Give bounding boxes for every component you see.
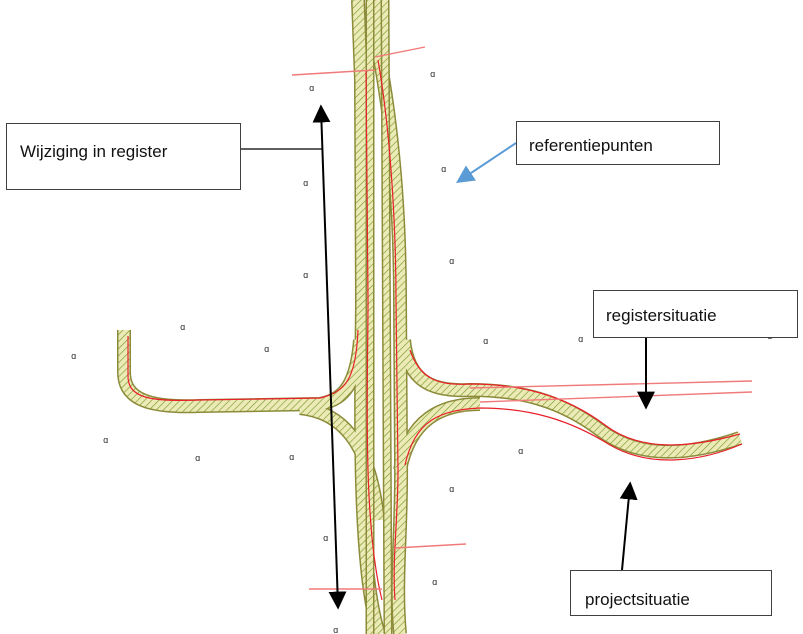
reference-point: ɑ [303,179,308,189]
callout-projectsituatie: projectsituatie [570,570,772,616]
reference-points: ɑ ɑ ɑ ɑ ɑ ɑ ɑ ɑ ɑ ɑ ɑ ɑ ɑ ɑ ɑ ɑ ɑ ɑ ɑ ɑ … [71,70,772,634]
reference-point: ɑ [323,534,328,544]
project-line-main-1 [365,69,383,601]
register-line-east-2 [479,391,753,403]
callout-registersituatie-label: registersituatie [606,306,717,325]
reference-point: ɑ [518,447,523,457]
road-west-edge [117,330,367,414]
projectsituatie-arrow [619,481,638,571]
reference-point: ɑ [303,271,308,281]
road-network [117,0,743,634]
reference-point: ɑ [333,626,338,634]
referentiepunten-arrow [456,142,517,183]
callout-projectsituatie-label: projectsituatie [585,590,690,609]
register-line-bottom-right [394,543,467,549]
road-main-right [372,0,407,634]
project-line-east-2 [404,407,743,466]
reference-point: ɑ [449,257,454,267]
callout-wijziging-label: Wijziging in register [20,142,168,161]
project-line-main-2 [377,59,399,601]
road-west [118,330,366,412]
register-line-top-left [291,69,376,76]
reference-point: ɑ [430,70,435,80]
reference-point: ɑ [483,337,488,347]
reference-point: ɑ [264,345,269,355]
reference-point: ɑ [449,485,454,495]
callout-registersituatie: registersituatie [593,290,798,338]
reference-point: ɑ [71,352,76,362]
wijziging-arrow [312,104,347,610]
callout-referentiepunten-label: referentiepunten [529,136,653,155]
reference-point: ɑ [289,453,294,463]
callout-referentiepunten: referentiepunten [516,121,720,165]
road-east [398,339,742,458]
register-line-top-right [374,46,426,58]
reference-point: ɑ [441,165,446,175]
register-line-east-1 [469,380,753,389]
project-line-west [127,329,359,402]
annotations [241,104,655,610]
road-east-south [394,398,481,472]
reference-point: ɑ [578,335,583,345]
road-east-edge [397,339,743,459]
reference-point: ɑ [103,436,108,446]
reference-point: ɑ [432,578,437,588]
project-line-east [409,349,741,446]
reference-point: ɑ [309,84,314,94]
project-lines [127,59,743,601]
callout-wijziging-in-register: Wijziging in register [6,123,241,190]
road-central-right [382,0,391,634]
reference-point: ɑ [195,454,200,464]
reference-point: ɑ [180,323,185,333]
